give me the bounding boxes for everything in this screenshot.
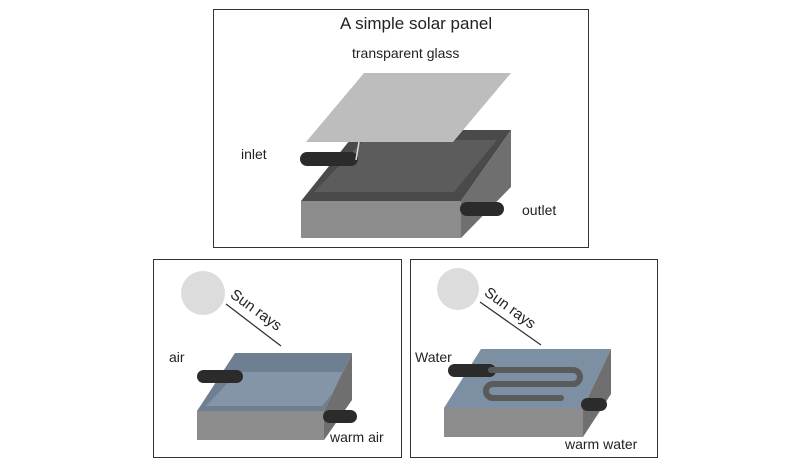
air-in-label: air [169,349,185,365]
water-inlet-pipe [448,364,496,377]
outlet-label: outlet [522,202,557,218]
sun-rays-underline [479,301,542,346]
outlet-pipe [460,202,504,216]
water-panel-drawing [437,268,611,437]
box-side [583,349,611,437]
box-front [197,411,324,440]
water-outlet-pipe [581,398,607,411]
inlet-pipe [300,152,358,166]
water-heater-diagram: Sun rays Water warm water [410,259,658,458]
air-inlet-pipe [197,370,243,383]
warm-water-label: warm water [565,436,638,452]
inlet-label: inlet [241,146,267,162]
sun-rays-underline [225,303,282,347]
simple-solar-panel-diagram: A simple solar panel transparent glass i… [213,9,589,248]
box-front [444,408,583,437]
top-panel-drawing [300,73,511,238]
air-panel-drawing [181,271,357,440]
sun-icon [437,268,479,310]
box-front [301,201,461,238]
box-inner-floor [314,140,497,192]
glass-support [355,141,360,161]
serpentine-tube [483,367,583,401]
air-outlet-pipe [323,410,357,423]
glass-sheet [306,73,511,142]
air-heater-diagram: Sun rays air warm air [153,259,402,458]
warm-air-label: warm air [330,429,384,445]
glass-label: transparent glass [352,45,460,61]
box-inner-floor [206,372,350,406]
water-in-label: Water [415,349,452,365]
diagram-title: A simple solar panel [340,14,493,33]
sun-icon [181,271,225,315]
